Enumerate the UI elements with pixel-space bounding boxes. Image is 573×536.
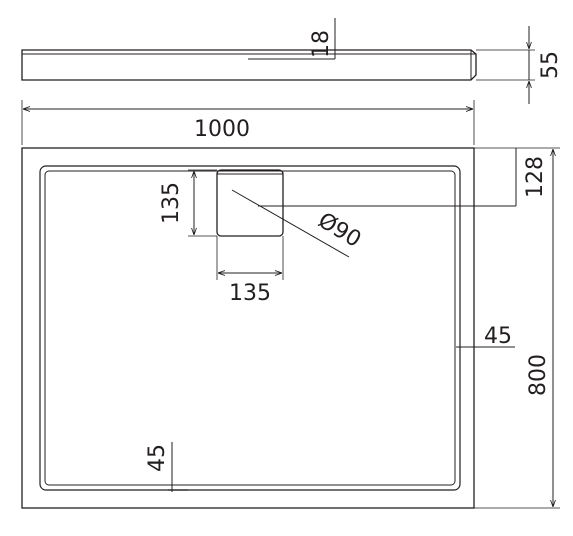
drain-diameter-label: Ø90 (313, 208, 365, 253)
drain-box (216, 169, 284, 237)
drain-width-label: 135 (229, 281, 271, 306)
drain-offset-label: 128 (523, 156, 548, 198)
rim-right-label: 45 (484, 324, 512, 349)
tray-inner-rim (39, 165, 461, 491)
drain-height-label: 135 (159, 182, 184, 224)
side-view: 18 55 (21, 18, 563, 104)
width-dimension: 1000 (21, 100, 475, 145)
tray-outer-edge (21, 147, 475, 509)
height-label: 55 (538, 51, 563, 79)
tray-basin (44, 170, 456, 486)
thickness-label: 18 (309, 30, 334, 58)
length-label: 800 (526, 354, 551, 396)
drain-diameter-leader (231, 189, 350, 258)
top-view: 135 135 Ø90 128 45 800 45 (21, 147, 560, 509)
width-label: 1000 (194, 117, 250, 142)
rim-bottom-label: 45 (145, 444, 170, 472)
